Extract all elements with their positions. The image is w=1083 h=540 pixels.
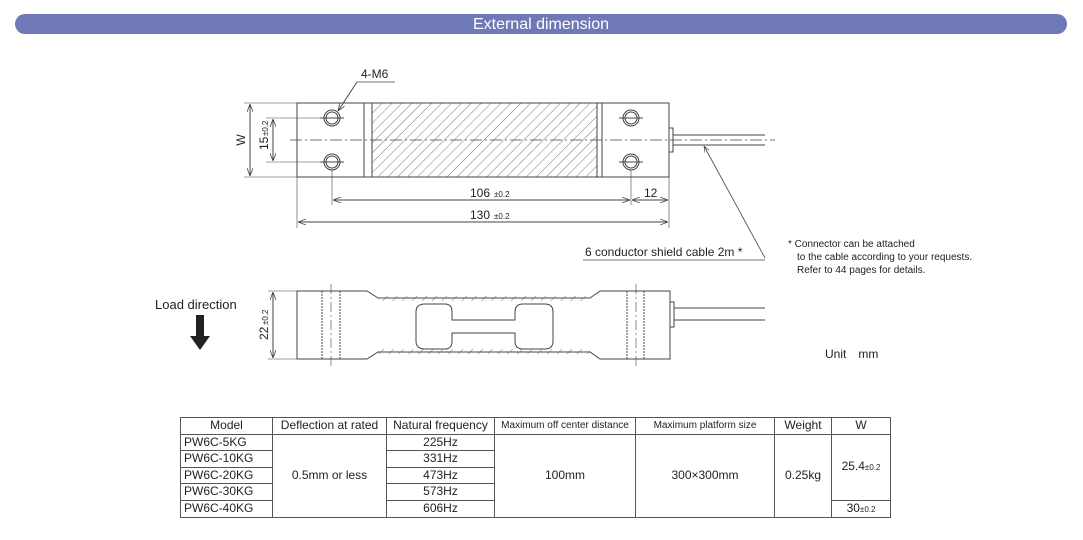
col-header: Weight bbox=[774, 417, 832, 435]
load-direction-arrow-icon bbox=[190, 315, 210, 350]
dim-22-tol: ±0.2 bbox=[261, 309, 270, 325]
model-cell: PW6C-5KG bbox=[180, 433, 273, 451]
w-tol: ±0.2 bbox=[859, 504, 876, 514]
top-view bbox=[244, 81, 775, 261]
load-direction-label: Load direction bbox=[155, 297, 237, 312]
dim-106-tol: ±0.2 bbox=[494, 190, 510, 199]
note-line: to the cable according to your requests. bbox=[797, 252, 973, 263]
table-row: PW6C-5KG 0.5mm or less 225Hz 100mm 300×3… bbox=[180, 433, 891, 518]
note-line: Refer to 44 pages for details. bbox=[797, 265, 926, 276]
w-tol: ±0.2 bbox=[864, 463, 881, 472]
deflection-cell: 0.5mm or less bbox=[272, 433, 387, 518]
table-row: PW6C-30KG 573Hz bbox=[180, 483, 891, 501]
w-value: 25.4 bbox=[841, 459, 865, 473]
connector-note: * Connector can be attached to the cable… bbox=[788, 238, 972, 277]
hole-label: 4-M6 bbox=[361, 67, 389, 81]
side-view bbox=[268, 284, 765, 366]
dim-12-label: 12 bbox=[644, 186, 658, 200]
col-header: Maximum platform size bbox=[635, 417, 775, 435]
dim-130-tol: ±0.2 bbox=[494, 212, 510, 221]
spec-table: Model Deflection at rated Natural freque… bbox=[180, 417, 891, 518]
col-header: W bbox=[831, 417, 891, 435]
model-cell: PW6C-20KG bbox=[180, 466, 273, 484]
table-row: PW6C-20KG 473Hz bbox=[180, 466, 891, 484]
w-value: 30 bbox=[846, 500, 860, 515]
weight-cell: 0.25kg bbox=[774, 433, 832, 518]
cable-label: 6 conductor shield cable 2m * bbox=[585, 245, 743, 259]
model-cell: PW6C-30KG bbox=[180, 483, 273, 501]
dim-22-label: 22 bbox=[257, 326, 271, 340]
col-header: Natural frequency bbox=[386, 417, 495, 435]
table-header-row: Model Deflection at rated Natural freque… bbox=[180, 417, 891, 435]
frequency-cell: 473Hz bbox=[386, 466, 495, 484]
frequency-cell: 606Hz bbox=[386, 499, 495, 518]
platform-cell: 300×300mm bbox=[635, 433, 775, 518]
off-center-cell: 100mm bbox=[494, 433, 636, 518]
note-line: * Connector can be attached bbox=[788, 239, 915, 250]
frequency-cell: 573Hz bbox=[386, 483, 495, 501]
dim-130-label: 130 bbox=[470, 208, 490, 222]
section-header: External dimension bbox=[15, 14, 1067, 34]
table-row: PW6C-40KG 606Hz 30±0.2 bbox=[180, 499, 891, 518]
w-cell: 25.4±0.2 bbox=[831, 433, 891, 501]
frequency-cell: 331Hz bbox=[386, 450, 495, 468]
unit-label: Unit mm bbox=[825, 347, 878, 361]
w-dimension-label: W bbox=[234, 134, 248, 146]
col-header: Deflection at rated bbox=[272, 417, 387, 435]
col-header: Maximum off center distance bbox=[494, 417, 636, 435]
dim-15-tol: ±0.2 bbox=[261, 120, 270, 136]
model-cell: PW6C-10KG bbox=[180, 450, 273, 468]
table-row: PW6C-10KG 331Hz bbox=[180, 450, 891, 468]
frequency-cell: 225Hz bbox=[386, 433, 495, 451]
dim-15-label: 15 bbox=[257, 136, 271, 150]
col-header: Model bbox=[180, 417, 273, 435]
model-cell: PW6C-40KG bbox=[180, 499, 273, 518]
dim-106-label: 106 bbox=[470, 186, 490, 200]
w-cell: 30±0.2 bbox=[831, 499, 891, 518]
mounting-hole-icon bbox=[320, 109, 643, 171]
